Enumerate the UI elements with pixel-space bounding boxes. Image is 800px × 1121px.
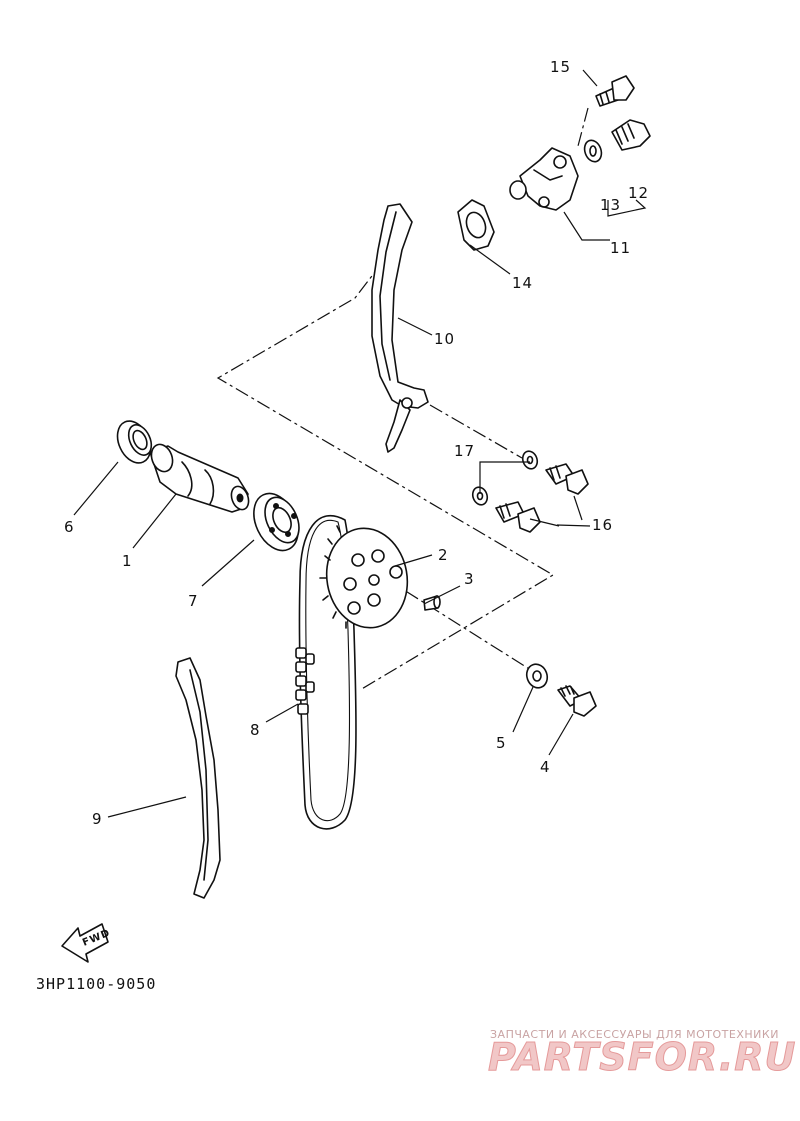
label-part-2: 2 xyxy=(438,546,449,564)
guide-bolts xyxy=(495,463,589,533)
watermark-tagline: ЗАПЧАСТИ И АКСЕССУАРЫ ДЛЯ МОТОТЕХНИКИ xyxy=(490,1028,779,1041)
label-part-3: 3 xyxy=(464,570,475,588)
label-part-16: 16 xyxy=(592,516,613,534)
label-part-9: 9 xyxy=(92,810,103,828)
part-labels: 1 2 3 4 5 6 7 8 9 10 11 12 13 14 15 16 1… xyxy=(64,58,649,828)
tensioner-bolt xyxy=(595,75,635,107)
chain-guide xyxy=(175,657,221,899)
label-part-11: 11 xyxy=(610,239,631,257)
tensioner-cap-bolt xyxy=(611,119,651,151)
forward-arrow-icon: FWD xyxy=(61,923,112,963)
label-part-15: 15 xyxy=(550,58,571,76)
label-part-8: 8 xyxy=(250,721,261,739)
label-part-7: 7 xyxy=(188,592,199,610)
camshaft xyxy=(149,443,250,513)
dowel-pin xyxy=(423,595,441,611)
watermark: ЗАПЧАСТИ И АКСЕССУАРЫ ДЛЯ МОТОТЕХНИКИ PA… xyxy=(488,1028,796,1080)
label-part-4: 4 xyxy=(540,758,551,776)
guide-washers xyxy=(471,450,539,506)
diagram-code: 3HP1100-9050 xyxy=(36,975,156,993)
label-part-12: 12 xyxy=(628,184,649,202)
label-part-14: 14 xyxy=(512,274,533,292)
label-part-1: 1 xyxy=(122,552,133,570)
reference-lines xyxy=(216,107,589,691)
chain-tensioner-assembly xyxy=(509,147,579,211)
sprocket-washer xyxy=(525,663,549,689)
leader-lines xyxy=(73,69,647,818)
bearing-right xyxy=(253,492,300,552)
label-part-5: 5 xyxy=(496,734,507,752)
tensioner-washer xyxy=(583,139,603,163)
cam-chain xyxy=(295,514,357,830)
label-part-6: 6 xyxy=(64,518,75,536)
tensioner-guide xyxy=(371,203,429,453)
label-part-17: 17 xyxy=(454,442,475,460)
label-part-10: 10 xyxy=(434,330,455,348)
label-part-13: 13 xyxy=(600,196,621,214)
bearing-left xyxy=(116,420,153,464)
sprocket-bolt xyxy=(557,685,597,717)
watermark-brand: PARTSFOR.RU xyxy=(488,1035,796,1079)
cam-sprocket xyxy=(319,525,409,629)
tensioner-gasket xyxy=(457,199,495,251)
